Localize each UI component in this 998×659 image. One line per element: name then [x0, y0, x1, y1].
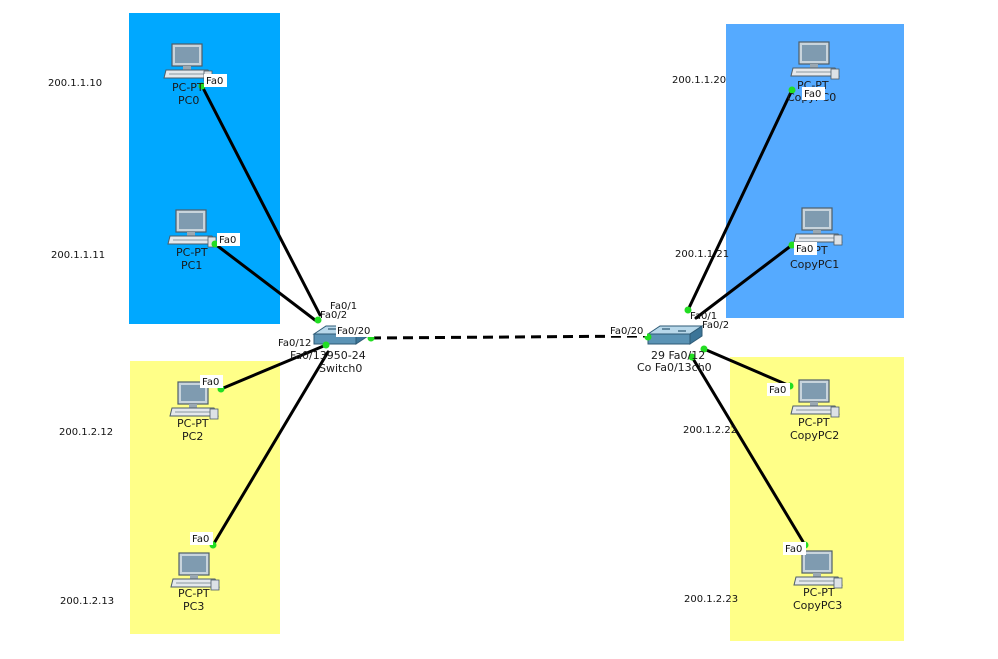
copypc2-name-label: CopyPC2 — [790, 429, 839, 442]
switch0-name-label: Switch0 — [319, 362, 362, 375]
svg-text:Fa0: Fa0 — [785, 544, 802, 555]
svg-text:Fa0: Fa0 — [219, 235, 236, 246]
pc0-name-label: PC0 — [178, 94, 199, 107]
cable-copypc2-copyswitch0[interactable] — [702, 347, 792, 388]
pc0-port-label: Fa0 — [204, 74, 227, 87]
copypc1-name-label: CopyPC1 — [790, 258, 839, 271]
pc1-port-label: Fa0 — [217, 233, 240, 246]
ip-label-copypc2: 200.1.2.22 — [683, 425, 737, 436]
pc1-name-label: PC1 — [181, 259, 202, 272]
copypc1-port-label: Fa0 — [794, 242, 817, 255]
ip-label-copypc1: 200.1.1.21 — [675, 249, 729, 260]
cable-copypc1-copyswitch0[interactable] — [694, 243, 794, 320]
svg-text:Fa0: Fa0 — [804, 89, 821, 100]
pc3-type-label: PC-PT — [178, 587, 210, 600]
switch0-port-fa0-2: Fa0/2 — [320, 310, 347, 321]
cable-pc2-switch0[interactable] — [219, 343, 328, 391]
ip-label-pc1: 200.1.1.11 — [51, 250, 105, 261]
switch0-model-label: Fa0/13950-24 — [290, 349, 366, 362]
switch0-port-fa0-20: Fa0/20 — [336, 324, 374, 337]
cable-pc1-switch0[interactable] — [213, 242, 317, 322]
cable-copypc0-copyswitch0[interactable] — [686, 88, 794, 312]
copyswitch-name-label: Co Fa0/13ch0 — [637, 361, 712, 374]
pc2-type-label: PC-PT — [177, 417, 209, 430]
trunk-cable-switch0-copyswitch0[interactable] — [370, 334, 651, 340]
copyswitch-icon[interactable] — [647, 325, 703, 345]
svg-text:Fa0: Fa0 — [796, 244, 813, 255]
cable-pc0-switch0[interactable] — [200, 84, 322, 317]
switch0-port-fa0-1: Fa0/1 — [330, 301, 357, 312]
copypc2-port-label: Fa0 — [767, 383, 790, 396]
copypc3-type-label: PC-PT — [803, 586, 835, 599]
ip-label-pc0: 200.1.1.10 — [48, 78, 102, 89]
copyswitch-model-label: 29 Fa0/12 — [651, 349, 705, 362]
pc2-port-label: Fa0 — [200, 375, 223, 388]
cable-copypc3-copyswitch0[interactable] — [690, 355, 807, 547]
vlan1-area-left — [129, 13, 280, 324]
svg-text:Fa0: Fa0 — [206, 76, 223, 87]
copyswitch-port-fa0-1: Fa0/1 — [690, 311, 717, 322]
ip-label-copypc3: 200.1.2.23 — [684, 594, 738, 605]
pc0-type-label: PC-PT — [172, 81, 204, 94]
pc3-port-label: Fa0 — [190, 532, 213, 545]
svg-text:Fa0/20: Fa0/20 — [610, 326, 643, 337]
svg-text:Fa0: Fa0 — [202, 377, 219, 388]
pc2-name-label: PC2 — [182, 430, 203, 443]
ip-label-copypc0: 200.1.1.20 — [672, 75, 726, 86]
pc1-type-label: PC-PT — [176, 246, 208, 259]
svg-text:Fa0: Fa0 — [192, 534, 209, 545]
copyswitch-port-fa0-2: Fa0/2 — [702, 320, 729, 331]
pc3-name-label: PC3 — [183, 600, 204, 613]
copypc0-port-label: Fa0 — [802, 87, 825, 100]
copyswitch-port-fa0-20: Fa0/20 — [609, 323, 647, 337]
vlan2-area-left — [130, 361, 280, 634]
svg-text:Fa0/20: Fa0/20 — [337, 326, 370, 337]
copypc2-type-label: PC-PT — [798, 416, 830, 429]
svg-text:Fa0: Fa0 — [769, 385, 786, 396]
copypc3-name-label: CopyPC3 — [793, 599, 842, 612]
ip-label-pc2: 200.1.2.12 — [59, 427, 113, 438]
switch0-port-fa0-12: Fa0/12 — [278, 338, 311, 349]
copypc3-port-label: Fa0 — [783, 542, 806, 555]
ip-label-pc3: 200.1.2.13 — [60, 596, 114, 607]
cable-pc3-switch0[interactable] — [211, 350, 330, 547]
